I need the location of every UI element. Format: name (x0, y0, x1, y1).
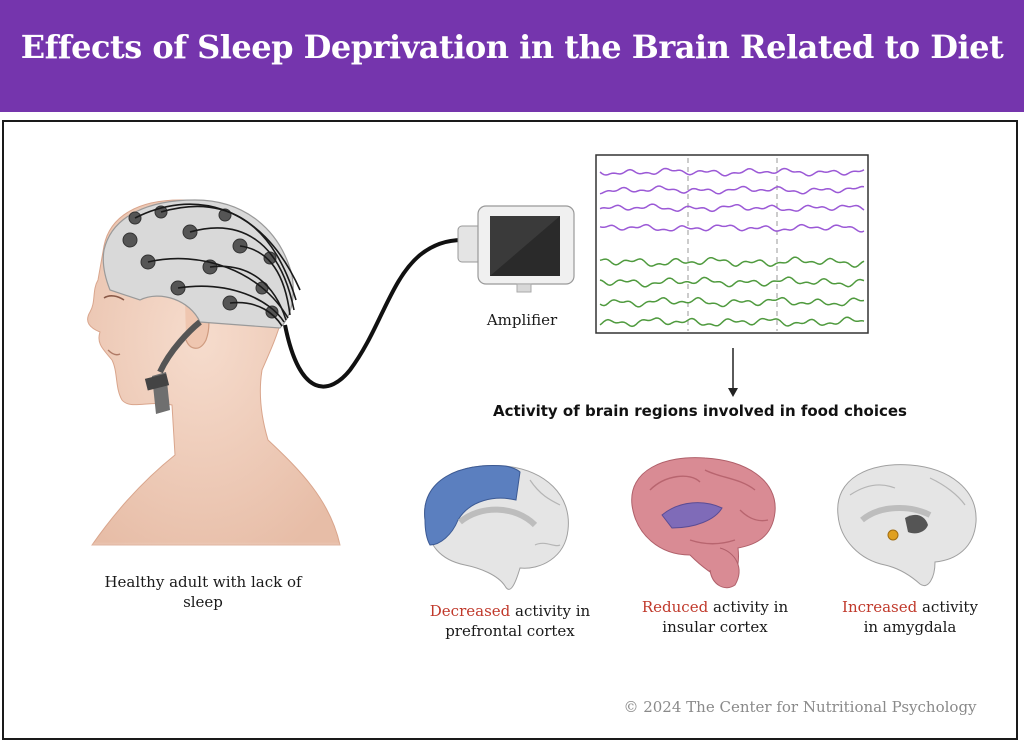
eeg-cap (102, 199, 301, 414)
analysis-heading: Activity of brain regions involved in fo… (493, 402, 907, 420)
down-arrow-icon (728, 348, 738, 397)
subject-caption: Healthy adult with lack of sleep (104, 573, 302, 611)
region-caption-insular: Reduced activity in insular cortex (641, 598, 789, 636)
page-title: Effects of Sleep Deprivation in the Brai… (20, 28, 1004, 66)
eeg-readout (595, 154, 869, 334)
region-change: Reduced (641, 598, 709, 616)
eeg-trace (599, 316, 865, 328)
region-change: Decreased (429, 602, 511, 620)
eeg-trace (599, 223, 865, 233)
brain-prefrontal-illustration (424, 464, 569, 590)
amplifier-label: Amplifier (486, 311, 558, 329)
amplifier-icon (457, 205, 575, 293)
eeg-trace (599, 167, 865, 177)
cable (283, 238, 463, 389)
eeg-trace (599, 256, 865, 268)
eeg-trace (599, 276, 865, 288)
eeg-trace (599, 296, 865, 308)
region-caption-amygdala: Increased activity in amygdala (842, 598, 978, 636)
title-banner: Effects of Sleep Deprivation in the Brai… (0, 0, 1024, 112)
eeg-trace (599, 185, 865, 195)
brain-amygdala-illustration (837, 464, 977, 586)
eeg-trace (599, 203, 865, 213)
region-change: Increased (842, 598, 918, 616)
region-caption-prefrontal: Decreased activity in prefrontal cortex (429, 602, 591, 640)
copyright-notice: © 2024 The Center for Nutritional Psycho… (623, 698, 977, 716)
brain-insular-illustration (631, 457, 776, 589)
